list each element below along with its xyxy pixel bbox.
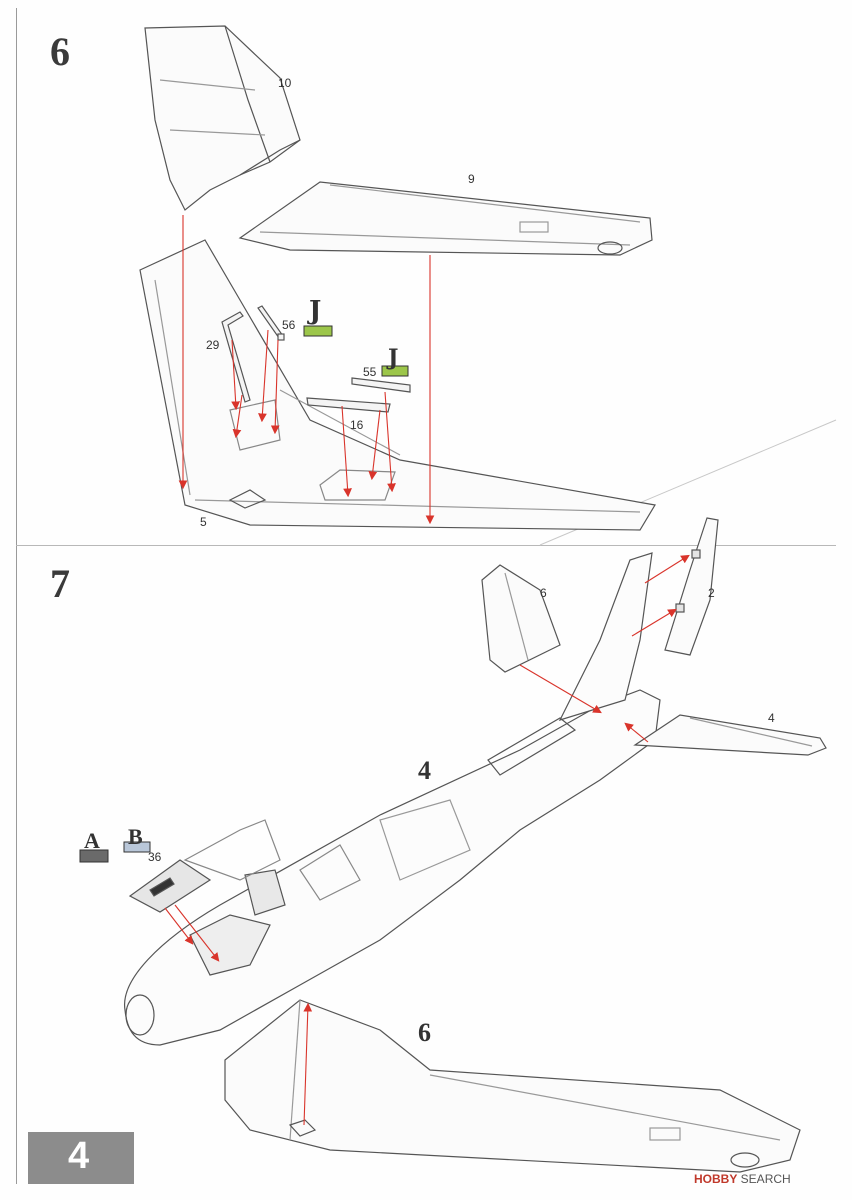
paint-swatch-j-55 [381,365,409,377]
paint-swatch-a [79,849,109,863]
watermark-brand: HOBBY [694,1172,738,1186]
assembly-arrows-step7 [164,554,690,1126]
canopy-part-36 [128,859,212,913]
page-number: 4 [68,1135,90,1177]
step-divider [16,545,836,546]
subassembly-ref-6: 6 [418,1018,431,1047]
wing-base-part-5 [139,239,656,531]
label-part-2: 2 [708,586,715,600]
part-29 [221,311,251,403]
paint-code-a: A [84,828,100,853]
label-part-6: 6 [540,586,547,600]
assembly-arrows-step6 [178,215,435,525]
rudder-part-2 [664,517,719,656]
label-part-29: 29 [206,338,220,352]
wing-subassembly-6 [224,999,801,1173]
watermark-rest: SEARCH [737,1172,791,1186]
label-part-4: 4 [768,711,775,725]
label-part-36: 36 [148,850,162,864]
tailplane-part-4 [633,714,827,756]
part-16 [306,397,391,413]
stabilizer-part-6 [481,564,561,673]
paint-swatch-j-56 [303,325,333,337]
label-part-5: 5 [200,515,207,529]
page-number-badge: 4 [28,1132,134,1184]
page-border [16,8,17,1184]
step-number-7: 7 [50,561,70,606]
fuselage-assembly [124,552,661,1046]
part-55 [351,377,411,393]
wing-part-10 [144,25,301,211]
paint-code-j-56: J [309,296,322,326]
subassembly-ref-4: 4 [418,756,431,785]
paint-swatch-b [123,841,151,853]
step-number-6: 6 [50,29,70,74]
label-part-16: 16 [350,418,364,432]
label-part-56: 56 [282,318,296,332]
label-part-9: 9 [468,172,475,186]
part-56 [257,305,285,341]
wing-part-9 [238,181,653,256]
paint-code-b: B [128,824,143,849]
watermark: HOBBY SEARCH [694,1172,791,1186]
label-part-55: 55 [363,365,377,379]
paint-code-j-55: J [388,345,399,371]
label-part-10: 10 [278,76,292,90]
